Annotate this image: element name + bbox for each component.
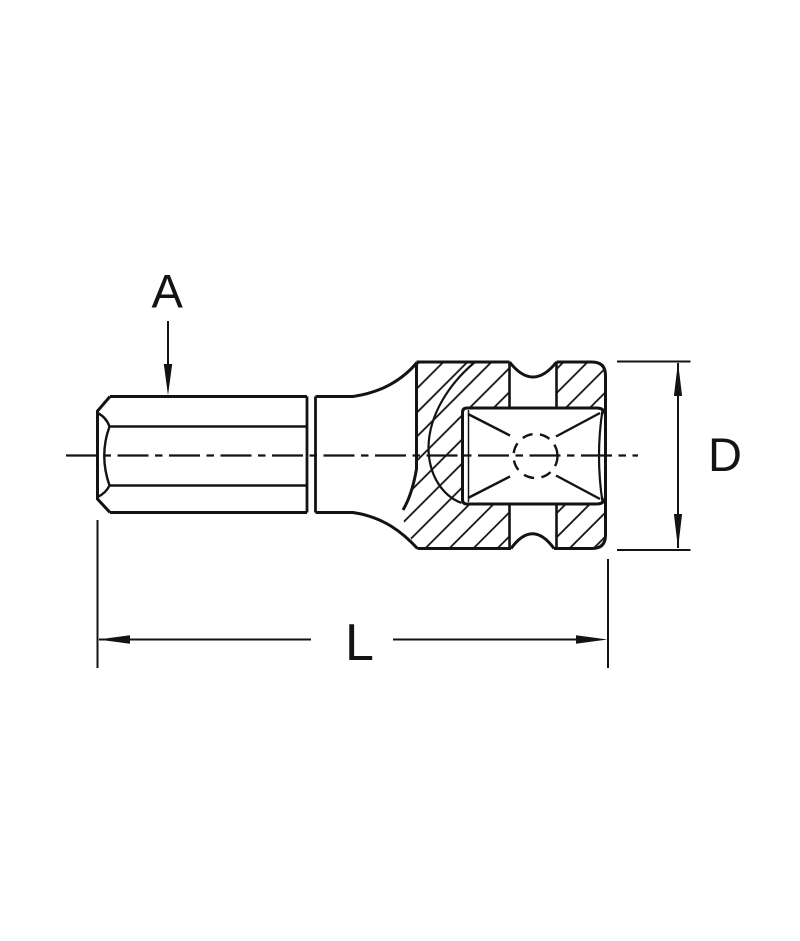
square-drive-hole: [461, 406, 607, 506]
body-shoulder-edge: [401, 362, 418, 511]
dimension-l: L: [96, 520, 609, 672]
dim-l-arrowhead-right: [576, 635, 608, 644]
ring-groove-band: [508, 363, 558, 548]
hex-bit: [96, 395, 307, 514]
dim-d-label: D: [708, 428, 742, 481]
dimension-a: A: [152, 265, 184, 396]
drive-hole-bottom-arc: [597, 409, 604, 503]
pin-hole-circle: [512, 432, 559, 480]
dimension-d: D: [617, 360, 742, 551]
internal-cavity-curve: [427, 361, 476, 505]
socket-neck: [315, 361, 419, 550]
ring-groove-notch-bottom: [509, 532, 556, 550]
dim-d-arrowhead-bottom: [673, 514, 683, 549]
dim-l-arrowhead-left: [98, 635, 130, 644]
hex-tip-chamfer-arcs: [96, 411, 111, 499]
dim-d-arrowhead-top: [673, 362, 683, 396]
ring-groove-notch-top: [508, 361, 558, 379]
bit-collar: [305, 396, 317, 513]
socket-body: [401, 360, 607, 550]
dim-l-label: L: [345, 614, 374, 672]
drive-hole-corner-diagonals: [467, 411, 601, 501]
dim-a-label: A: [152, 265, 184, 318]
dim-a-arrowhead: [163, 364, 173, 396]
